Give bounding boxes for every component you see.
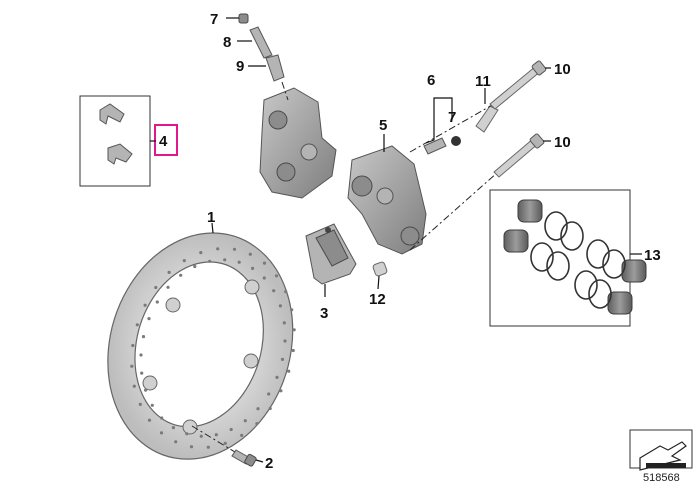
drill-hole: [171, 426, 175, 430]
callout-11: 11: [475, 73, 491, 90]
retaining-clip: [475, 105, 499, 133]
drill-hole: [291, 348, 295, 353]
drill-hole: [248, 252, 252, 256]
mounting-bolt-upper: [409, 60, 547, 153]
drill-hole: [199, 251, 203, 255]
drill-hole: [287, 369, 291, 373]
drill-hole: [144, 388, 148, 392]
drill-hole: [279, 389, 283, 393]
callout-4: 4: [159, 133, 168, 150]
seal-rings: [530, 211, 626, 309]
caliper-outer: [259, 87, 337, 199]
drill-hole: [262, 261, 267, 265]
callout-7-top: 7: [210, 11, 218, 28]
highlight-box: [154, 124, 178, 156]
drill-hole: [256, 407, 260, 411]
spring-kit-box: [79, 95, 151, 187]
guide-bush: [372, 261, 388, 277]
drill-hole: [147, 418, 152, 422]
drill-hole: [272, 289, 276, 293]
callout-labels: 7 8 9 6 11 10 7 5 10 4 1 13 12 3 2: [159, 11, 661, 472]
drill-hole: [189, 445, 194, 449]
drill-hole: [274, 274, 279, 278]
drill-hole: [216, 247, 220, 251]
drill-hole: [131, 343, 135, 348]
drill-hole: [280, 357, 285, 361]
drill-hole: [262, 276, 266, 280]
drill-hole: [206, 445, 210, 449]
drill-hole: [160, 416, 164, 420]
callout-5: 5: [379, 117, 387, 134]
drill-hole: [282, 321, 286, 325]
callout-1: 1: [207, 209, 215, 226]
callout-10-lower: 10: [554, 134, 571, 151]
diagram-id: 518568: [643, 472, 680, 484]
drill-hole: [292, 328, 296, 332]
drill-hole: [154, 285, 158, 290]
drill-hole: [255, 422, 259, 426]
drill-hole: [223, 441, 227, 445]
drill-hole: [268, 406, 272, 411]
disc-bolt: [191, 425, 257, 467]
pistons: [503, 199, 647, 315]
drill-hole: [139, 353, 143, 357]
callout-2: 2: [265, 455, 273, 472]
drill-hole: [140, 371, 144, 375]
drill-hole: [179, 273, 183, 277]
drill-hole: [232, 247, 237, 251]
drill-hole: [237, 260, 241, 264]
drill-hole: [141, 335, 146, 339]
drill-hole: [251, 266, 255, 270]
drill-hole: [243, 419, 247, 423]
drill-hole: [283, 339, 287, 343]
callout-12: 12: [369, 291, 386, 308]
callout-7-right: 7: [448, 109, 456, 126]
callout-13: 13: [644, 247, 661, 264]
brake-disc: [107, 232, 296, 460]
arrow-mark-icon: [629, 429, 693, 471]
drill-hole: [199, 434, 203, 438]
drill-hole: [130, 364, 134, 368]
drill-hole: [193, 264, 197, 269]
drill-hole: [284, 290, 288, 294]
callout-8: 8: [223, 34, 231, 51]
drill-hole: [275, 375, 279, 379]
bleed-screw-assembly: [238, 13, 289, 101]
callout-10-upper: 10: [554, 61, 571, 78]
caliper-inner: [347, 145, 427, 255]
drill-hole: [159, 431, 164, 435]
bleed-valve: [423, 136, 461, 155]
drill-hole: [135, 323, 139, 327]
drill-hole: [229, 427, 233, 432]
drill-hole: [185, 432, 189, 436]
drill-hole: [223, 258, 227, 262]
drill-hole: [155, 300, 159, 304]
drill-hole: [182, 259, 186, 263]
drill-hole: [167, 270, 171, 274]
drill-hole: [240, 433, 244, 437]
drill-hole: [267, 392, 271, 396]
leader-lines: [150, 17, 642, 463]
drill-hole: [290, 308, 294, 312]
drill-hole: [166, 285, 170, 289]
drill-hole: [132, 384, 136, 388]
brake-pad: [305, 223, 357, 285]
drill-hole: [174, 440, 178, 444]
drill-hole: [147, 317, 151, 321]
callout-3: 3: [320, 305, 328, 322]
drill-hole: [138, 402, 142, 406]
piston-kit-box: [489, 189, 647, 327]
drill-hole: [150, 403, 154, 407]
drill-hole: [208, 259, 212, 263]
drill-hole: [143, 303, 147, 307]
drill-hole: [278, 304, 282, 308]
disc-drill-holes: [130, 247, 296, 449]
mounting-bolt-lower: [409, 133, 545, 251]
drill-hole: [214, 433, 218, 437]
callout-9: 9: [236, 58, 244, 75]
callout-6: 6: [427, 72, 435, 89]
